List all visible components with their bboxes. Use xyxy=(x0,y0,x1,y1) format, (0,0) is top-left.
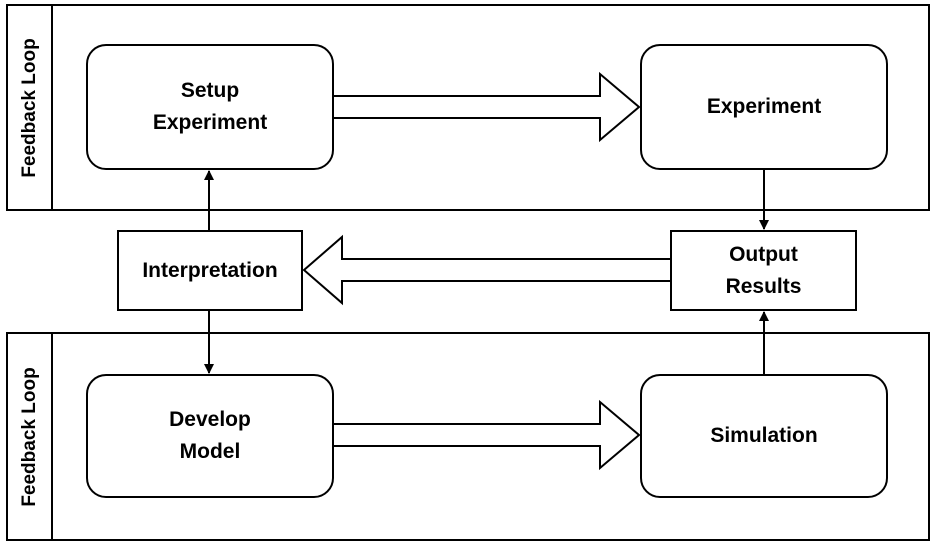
output-results-node: Output Results xyxy=(670,230,857,311)
simulation-label: Simulation xyxy=(710,424,818,447)
experiment-label: Experiment xyxy=(706,95,822,118)
interpretation-node: Interpretation xyxy=(117,230,303,311)
develop-model-label: Develop Model xyxy=(169,408,251,463)
setup-to-experiment-arrow xyxy=(334,71,641,143)
develop-to-simulation-arrow xyxy=(334,399,641,471)
interpretation-label: Interpretation xyxy=(142,258,278,282)
top-band-label-cell: Feedback Loop xyxy=(8,6,53,209)
setup-experiment-label: Setup Experiment xyxy=(152,79,268,134)
bottom-band-label-cell: Feedback Loop xyxy=(8,334,53,539)
output-results-label: Output Results xyxy=(725,242,802,298)
setup-experiment-node: Setup Experiment xyxy=(86,44,334,170)
simulation-node: Simulation xyxy=(640,374,888,498)
develop-model-node: Develop Model xyxy=(86,374,334,498)
experiment-node: Experiment xyxy=(640,44,888,170)
output-to-interpretation-arrow xyxy=(302,234,670,306)
